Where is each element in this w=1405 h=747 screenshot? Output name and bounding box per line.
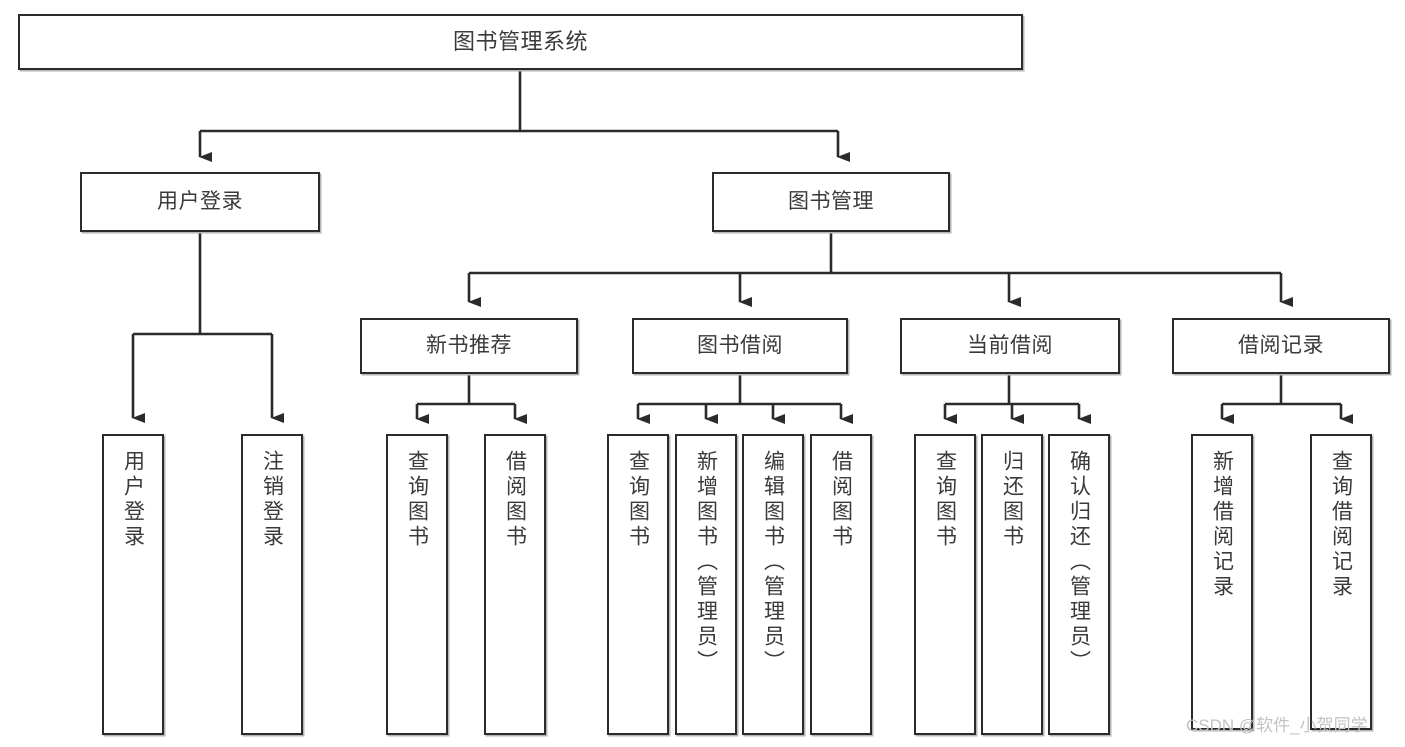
leaf-query-book-cur-label: 查询图书: [933, 450, 957, 550]
leaf-return-book-label: 归还图书: [1000, 450, 1024, 550]
node-root[interactable]: 图书管理系统: [18, 14, 1023, 70]
leaf-borrow-book-rec-label: 借阅图书: [503, 450, 527, 550]
leaf-add-record[interactable]: 新增借阅记录: [1191, 434, 1253, 730]
node-new-book-rec-label: 新书推荐: [426, 333, 512, 357]
leaf-query-book-rec[interactable]: 查询图书: [386, 434, 448, 735]
leaf-query-record-label: 查询借阅记录: [1329, 450, 1353, 600]
node-book-borrow[interactable]: 图书借阅: [632, 318, 848, 374]
csdn-watermark: CSDN @软件_小贺同学: [1186, 716, 1368, 735]
leaf-user-login[interactable]: 用户登录: [102, 434, 164, 735]
node-current-borrow[interactable]: 当前借阅: [900, 318, 1120, 374]
node-book-manage-label: 图书管理: [788, 189, 874, 213]
leaf-borrow-book-label: 借阅图书: [829, 450, 853, 550]
leaf-query-book-borrow[interactable]: 查询图书: [607, 434, 669, 735]
leaf-return-book[interactable]: 归还图书: [981, 434, 1043, 735]
leaf-logout[interactable]: 注销登录: [241, 434, 303, 735]
leaf-query-book-rec-label: 查询图书: [405, 450, 429, 550]
leaf-add-record-label: 新增借阅记录: [1210, 450, 1234, 600]
node-borrow-record[interactable]: 借阅记录: [1172, 318, 1390, 374]
leaf-confirm-return-label: 确认归还（管理员）: [1067, 450, 1091, 675]
leaf-add-book[interactable]: 新增图书（管理员）: [675, 434, 737, 735]
node-current-borrow-label: 当前借阅: [967, 333, 1053, 357]
leaf-edit-book-label: 编辑图书（管理员）: [761, 450, 785, 675]
node-book-borrow-label: 图书借阅: [697, 333, 783, 357]
leaf-borrow-book-rec[interactable]: 借阅图书: [484, 434, 546, 735]
node-user-login-label: 用户登录: [157, 189, 243, 213]
leaf-user-login-label: 用户登录: [121, 450, 145, 550]
leaf-query-record[interactable]: 查询借阅记录: [1310, 434, 1372, 730]
leaf-query-book-cur[interactable]: 查询图书: [914, 434, 976, 735]
leaf-logout-label: 注销登录: [260, 450, 284, 550]
leaf-add-book-label: 新增图书（管理员）: [694, 450, 718, 675]
node-borrow-record-label: 借阅记录: [1238, 333, 1324, 357]
leaf-edit-book[interactable]: 编辑图书（管理员）: [742, 434, 804, 735]
leaf-confirm-return[interactable]: 确认归还（管理员）: [1048, 434, 1110, 735]
node-user-login[interactable]: 用户登录: [80, 172, 320, 232]
leaf-borrow-book[interactable]: 借阅图书: [810, 434, 872, 735]
leaf-query-book-borrow-label: 查询图书: [626, 450, 650, 550]
node-new-book-rec[interactable]: 新书推荐: [360, 318, 578, 374]
node-root-label: 图书管理系统: [452, 29, 588, 55]
node-book-manage[interactable]: 图书管理: [712, 172, 950, 232]
